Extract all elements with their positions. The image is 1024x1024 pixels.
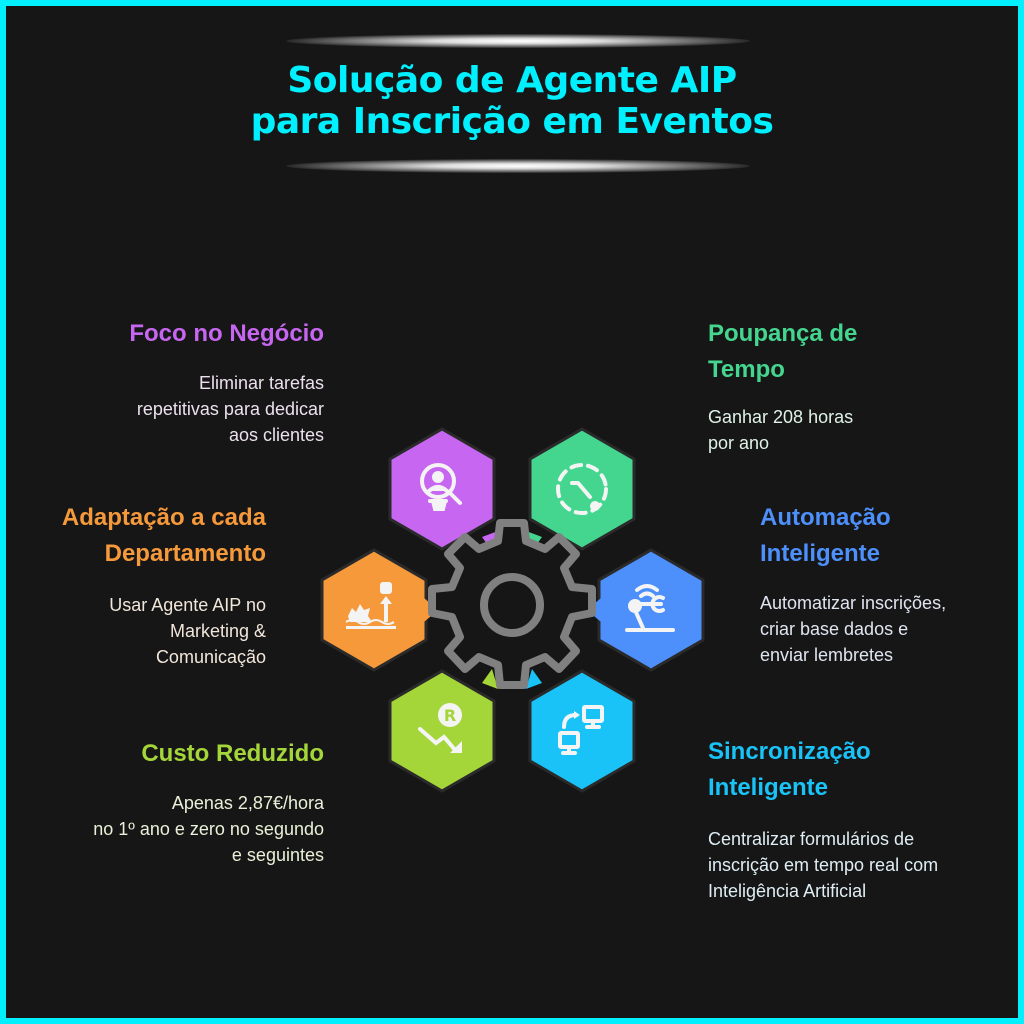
sync-computers-icon <box>558 705 604 755</box>
infographic-canvas: Solução de Agente AIP para Inscrição em … <box>6 6 1018 1018</box>
page-title: Solução de Agente AIP para Inscrição em … <box>6 60 1018 142</box>
clock-dashed-icon <box>556 463 608 515</box>
benefit-custo: Custo Reduzido Apenas 2,87€/hora no 1º a… <box>6 736 324 868</box>
benefit-description: Eliminar tarefas repetitivas para dedica… <box>136 373 324 445</box>
title-line-2: para Inscrição em Eventos <box>250 101 774 142</box>
hex-foco <box>388 427 498 551</box>
growth-database-icon <box>345 582 396 629</box>
benefit-description: Ganhar 208 horas por ano <box>708 407 854 453</box>
svg-text:R: R <box>444 706 456 725</box>
benefit-description: Centralizar formulários de inscrição em … <box>708 829 939 901</box>
hex-custo: R <box>388 669 498 793</box>
hex-adaptacao <box>320 548 438 672</box>
benefit-foco: Foco no Negócio Eliminar tarefas repetit… <box>6 316 324 448</box>
cost-down-icon: R <box>418 703 462 753</box>
benefit-heading: Foco no Negócio <box>129 320 324 347</box>
title-glow-top <box>286 34 750 48</box>
benefit-sincronizacao: Sincronização Inteligente Centralizar fo… <box>708 734 1018 904</box>
hex-poupanca <box>526 427 636 551</box>
benefit-heading: Adaptação a cada Departamento <box>61 504 266 567</box>
benefit-automacao: Automação Inteligente Automatizar inscri… <box>760 500 1018 668</box>
benefit-heading: Custo Reduzido <box>141 740 324 767</box>
hex-automacao <box>587 548 705 672</box>
robot-arm-icon <box>625 584 675 632</box>
person-search-icon <box>420 463 462 511</box>
benefit-poupanca: Poupança de Tempo Ganhar 208 horas por a… <box>708 316 1008 456</box>
benefit-description: Apenas 2,87€/hora no 1º ano e zero no se… <box>93 793 324 865</box>
hex-gear-diagram: R <box>320 427 705 793</box>
title-glow-bottom <box>286 159 750 173</box>
title-line-1: Solução de Agente AIP <box>287 60 737 101</box>
benefit-heading: Automação Inteligente <box>760 504 891 567</box>
benefit-description: Automatizar inscrições, criar base dados… <box>760 593 947 665</box>
benefit-heading: Poupança de Tempo <box>708 320 858 383</box>
benefit-description: Usar Agente AIP no Marketing & Comunicaç… <box>109 595 266 667</box>
hex-sincronizacao <box>526 669 636 793</box>
benefit-adaptacao: Adaptação a cada Departamento Usar Agent… <box>6 500 266 670</box>
benefit-heading: Sincronização Inteligente <box>708 738 871 801</box>
gear-icon <box>428 519 596 689</box>
